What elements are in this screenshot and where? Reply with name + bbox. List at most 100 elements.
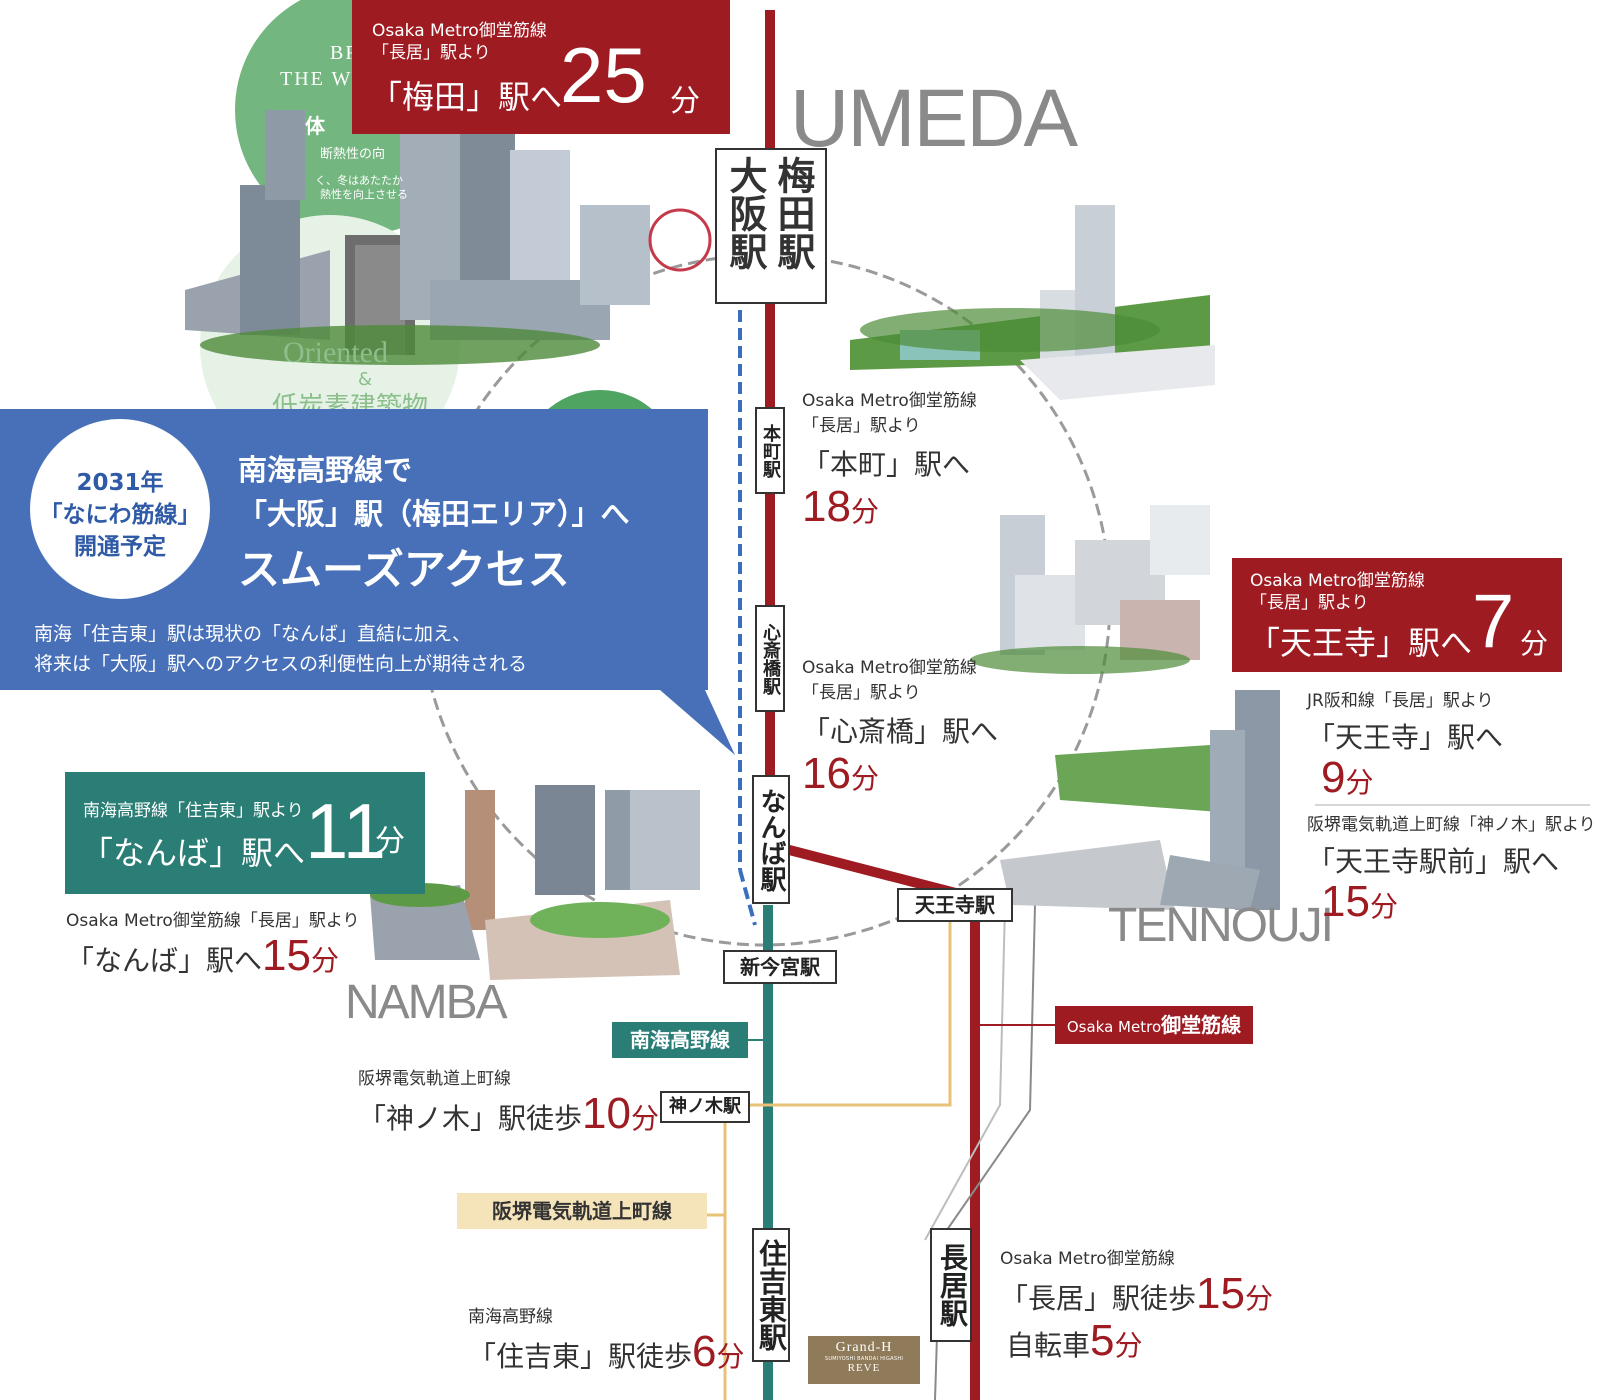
midosuji-prefix: Osaka Metro — [1066, 1018, 1162, 1036]
area-namba: NAMBA — [345, 976, 508, 1029]
tennouji-buildings — [1000, 690, 1280, 910]
station-shinimamiya[interactable]: 新今宮駅 — [723, 950, 837, 984]
honmachi-from: 「長居」駅より — [802, 416, 921, 436]
line-label-hankai: 阪堺電気軌道上町線 — [457, 1193, 707, 1229]
bg-line-4: 熱性を向上させる — [320, 188, 408, 201]
namba-metro-unit: 分 — [310, 944, 339, 977]
shinsaibashi-info: Osaka Metro御堂筋線 「長居」駅より 「心斎橋」駅へ 16分 — [802, 657, 998, 797]
bg-title-1: BR — [330, 42, 361, 64]
callout-circle-line2: 「なにわ筋線」 — [39, 502, 201, 528]
logo-name: Grand-H — [835, 1340, 893, 1355]
tennoji-hankai-info: 阪堺電気軌道上町線「神ノ木」駅より 「天王寺駅前」駅へ 15分 — [1307, 814, 1596, 925]
nagai-walk-line: Osaka Metro御堂筋線 — [1000, 1249, 1175, 1269]
tennoji-dest: 「天王寺」駅へ — [1248, 624, 1473, 662]
callout-pointer — [660, 690, 735, 755]
honmachi-unit: 分 — [850, 495, 879, 528]
callout-body-2: 将来は「大阪」駅へのアクセスの利便性向上が期待される — [34, 653, 528, 675]
area-tennouji: TENNOUJI — [1108, 899, 1334, 952]
tennoji-time: 7 — [1472, 579, 1515, 664]
nagai-bike-time: 5 — [1090, 1316, 1115, 1365]
callout-circle: 2031年 「なにわ筋線」 開通予定 — [30, 419, 210, 599]
umeda-from: 「長居」駅より — [372, 43, 491, 63]
callout-circle-line1: 2031年 — [76, 470, 164, 496]
bg-line-2: 断熱性の向 — [320, 147, 386, 162]
namba-time: 11 — [305, 787, 386, 875]
namba-unit: 分 — [375, 824, 405, 859]
sumiyoshi-walk-dest: 「住吉東」駅徒歩 — [468, 1340, 693, 1373]
namba-metro-time: 15 — [262, 931, 311, 980]
line-label-midosuji: Osaka Metro御堂筋線 — [1055, 1006, 1253, 1044]
kaminoki-walk-unit: 分 — [630, 1102, 659, 1135]
umeda-time-box: Osaka Metro御堂筋線 「長居」駅より 「梅田」駅へ 25 分 — [352, 0, 730, 134]
namba-metro-dest: 「なんば」駅へ — [66, 944, 263, 977]
tennoji-unit: 分 — [1520, 627, 1549, 660]
station-honmachi[interactable]: 本町駅 — [755, 407, 785, 494]
honmachi-time: 18 — [802, 482, 851, 531]
namba-metro-line: Osaka Metro御堂筋線「長居」駅より — [66, 911, 360, 931]
nagai-walk-dest: 「長居」駅徒歩 — [1000, 1282, 1197, 1315]
nagai-bike-unit: 分 — [1114, 1329, 1143, 1362]
kaminoki-walk-info: 阪堺電気軌道上町線 「神ノ木」駅徒歩10分 — [358, 1068, 659, 1137]
property-logo[interactable]: Grand-H SUMIYOSHI BANDAI HIGASHI REVE — [808, 1336, 920, 1384]
umeda-time: 25 — [560, 31, 647, 119]
honmachi-dest: 「本町」駅へ — [802, 448, 971, 481]
callout-body-1: 南海「住吉東」駅は現状の「なんば」直結に加え、 — [34, 623, 472, 645]
kaminoki-walk-time: 10 — [582, 1089, 631, 1138]
nagai-walk-unit: 分 — [1244, 1282, 1273, 1315]
bg-line-3: く、冬はあたたか — [315, 174, 403, 187]
sumiyoshi-walk-info: 南海高野線 「住吉東」駅徒歩6分 — [468, 1306, 745, 1375]
namba-dest: 「なんば」駅へ — [81, 834, 306, 872]
station-umeda-osaka[interactable]: 大阪駅 梅田駅 — [715, 148, 827, 304]
tennoji-jr-time: 9 — [1321, 753, 1346, 802]
kaminoki-walk-dest: 「神ノ木」駅徒歩 — [358, 1102, 583, 1135]
bg-line-6: & — [358, 369, 373, 390]
namba-metro-info: Osaka Metro御堂筋線「長居」駅より 「なんば」駅へ15分 — [66, 910, 360, 979]
bg-line-1: 体 — [305, 114, 325, 138]
area-umeda: UMEDA — [790, 73, 1078, 164]
namba-line: 南海高野線「住吉東」駅より — [83, 801, 304, 821]
sumiyoshi-walk-unit: 分 — [716, 1340, 745, 1373]
station-osaka-label: 大阪駅 — [723, 156, 767, 270]
callout-circle-line3: 開通予定 — [74, 534, 166, 560]
umeda-buildings — [185, 110, 712, 365]
shinsaibashi-dest: 「心斎橋」駅へ — [802, 715, 999, 748]
tennoji-jr-dest: 「天王寺」駅へ — [1307, 721, 1504, 754]
tennoji-hankai-dest: 「天王寺駅前」駅へ — [1307, 845, 1560, 878]
station-tennoji[interactable]: 天王寺駅 — [897, 888, 1013, 922]
shinsaibashi-buildings — [970, 505, 1210, 674]
bg-title-2: THE W — [280, 68, 353, 90]
tennoji-jr-line: JR阪和線「長居」駅より — [1307, 691, 1494, 711]
station-sumiyoshihigashi[interactable]: 住吉東駅 — [752, 1228, 790, 1362]
tennoji-jr-unit: 分 — [1345, 766, 1374, 799]
nagai-bike-label: 自転車 — [1006, 1329, 1091, 1362]
tennoji-time-box: Osaka Metro御堂筋線 「長居」駅より 「天王寺」駅へ 7 分 — [1232, 558, 1562, 672]
nagai-walk-time: 15 — [1196, 1269, 1245, 1318]
bg-line-5: Oriented — [283, 336, 388, 369]
station-umeda-label: 梅田駅 — [771, 156, 815, 270]
tennoji-hankai-line: 阪堺電気軌道上町線「神ノ木」駅より — [1307, 815, 1596, 835]
line-label-nankai: 南海高野線 — [612, 1022, 748, 1058]
station-kaminoki[interactable]: 神ノ木駅 — [660, 1091, 750, 1123]
tennoji-jr-info: JR阪和線「長居」駅より 「天王寺」駅へ 9分 — [1307, 690, 1503, 801]
kaminoki-walk-line: 阪堺電気軌道上町線 — [358, 1069, 511, 1089]
logo-sub2: REVE — [847, 1362, 881, 1374]
umeda-unit: 分 — [670, 84, 700, 119]
callout-head-2: 「大阪」駅（梅田エリア）」へ — [238, 497, 630, 531]
station-nagai[interactable]: 長居駅 — [930, 1228, 972, 1342]
naniwasuji-callout: 2031年 「なにわ筋線」 開通予定 南海高野線で 「大阪」駅（梅田エリア）」へ… — [0, 409, 708, 690]
shinsaibashi-from: 「長居」駅より — [802, 683, 921, 703]
hankai-line-a — [745, 915, 952, 1107]
station-namba[interactable]: なんば駅 — [752, 775, 790, 904]
honmachi-buildings — [850, 205, 1215, 400]
nagai-walk-info: Osaka Metro御堂筋線 「長居」駅徒歩15分 自転車5分 — [1000, 1248, 1273, 1364]
callout-head-3: スムーズアクセス — [238, 545, 570, 594]
tennoji-hankai-unit: 分 — [1369, 890, 1398, 923]
honmachi-line: Osaka Metro御堂筋線 — [802, 391, 977, 411]
umeda-dest: 「梅田」駅へ — [370, 78, 563, 116]
callout-head-1: 南海高野線で — [238, 453, 413, 487]
midosuji-suffix: 御堂筋線 — [1161, 1013, 1242, 1037]
tennoji-hankai-time: 15 — [1321, 877, 1370, 926]
logo-sub: SUMIYOSHI BANDAI HIGASHI — [824, 1356, 904, 1362]
tennoji-line: Osaka Metro御堂筋線 — [1250, 571, 1425, 591]
station-shinsaibashi[interactable]: 心斎橋駅 — [755, 605, 785, 712]
